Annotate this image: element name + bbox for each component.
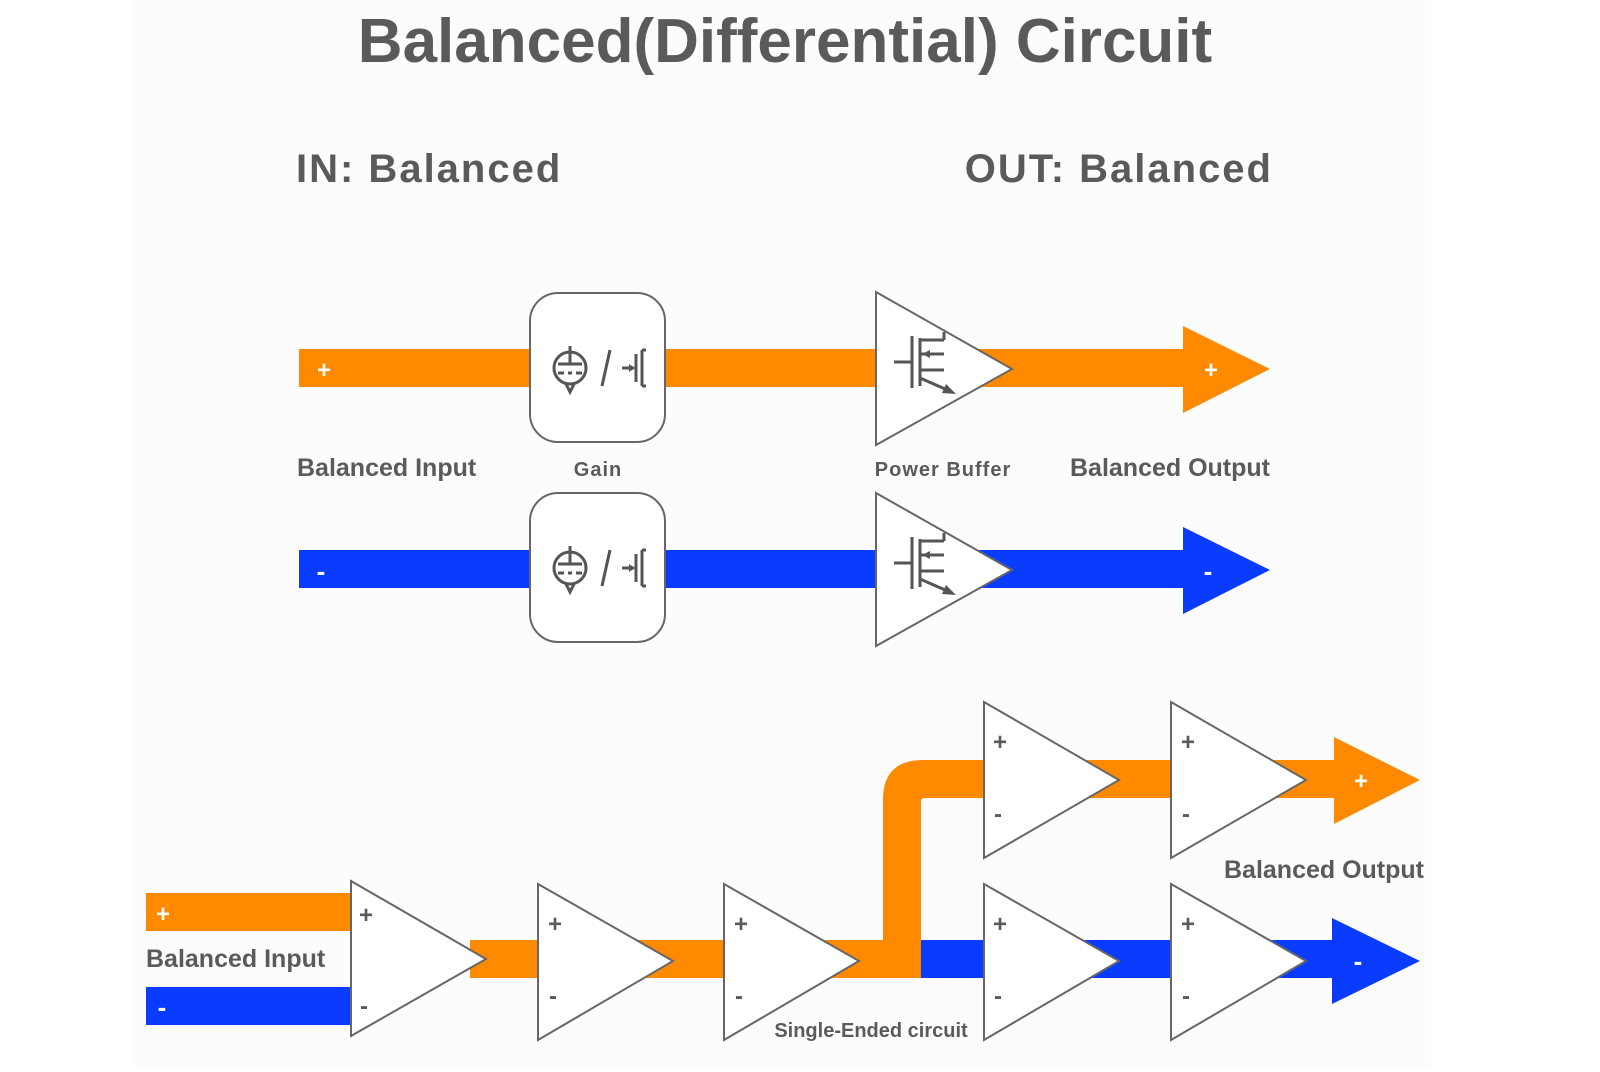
- op-amp-plus-marker: +: [359, 902, 373, 929]
- op-amp-minus-marker: -: [994, 801, 1002, 828]
- bottom-positive-input-line: [146, 893, 354, 931]
- gain-stage-negative: [529, 492, 666, 643]
- power-buffer-label: Power Buffer: [875, 459, 1011, 481]
- gain-stage-positive: [529, 292, 666, 443]
- out-heading: OUT: Balanced: [965, 147, 1273, 191]
- op-amp-minus-marker: -: [1182, 801, 1190, 828]
- op-amp-minus-marker: -: [735, 983, 743, 1010]
- top-output-minus-sign: -: [1204, 556, 1213, 586]
- op-amp-minus-marker: -: [549, 983, 557, 1010]
- gain-label: Gain: [574, 459, 622, 481]
- op-amp-plus-marker: +: [734, 911, 748, 938]
- op-amp-plus-marker: +: [993, 729, 1007, 756]
- op-amp-plus-marker: +: [1181, 911, 1195, 938]
- top-positive-arrowhead: [1183, 326, 1270, 413]
- bottom-negative-input-line: [146, 987, 354, 1025]
- top-input-plus-sign: +: [317, 357, 331, 384]
- op-amp-stage-3: [723, 882, 861, 1042]
- top-positive-signal-line: [299, 349, 1189, 387]
- bottom-input-minus-sign: -: [158, 992, 167, 1022]
- op-amp-positive-2: [1170, 700, 1308, 860]
- op-amp-minus-marker: -: [360, 993, 368, 1020]
- op-amp-plus-marker: +: [548, 911, 562, 938]
- top-negative-signal-line: [299, 550, 1189, 588]
- top-output-label: Balanced Output: [1070, 454, 1271, 482]
- bottom-negative-arrowhead: [1332, 918, 1420, 1004]
- bottom-input-label: Balanced Input: [146, 945, 326, 973]
- op-amp-negative-1: [983, 882, 1121, 1042]
- diagram-title: Balanced(Differential) Circuit: [358, 7, 1212, 76]
- op-amp-minus-marker: -: [994, 983, 1002, 1010]
- bottom-input-plus-sign: +: [156, 901, 170, 928]
- op-amp-positive-1: [983, 700, 1121, 860]
- bottom-output-minus-sign: -: [1354, 946, 1363, 976]
- top-negative-arrowhead: [1183, 527, 1270, 614]
- bottom-output-label: Balanced Output: [1224, 856, 1425, 884]
- in-heading: IN: Balanced: [296, 147, 562, 191]
- bottom-positive-arrowhead: [1334, 737, 1420, 824]
- op-amp-input-stage: [350, 879, 489, 1038]
- op-amp-stage-2: [537, 882, 675, 1042]
- panel-background: [133, 0, 1431, 1067]
- bottom-output-plus-sign: +: [1354, 768, 1368, 795]
- op-amp-plus-marker: +: [1181, 729, 1195, 756]
- top-output-plus-sign: +: [1204, 357, 1218, 384]
- top-input-minus-sign: -: [317, 556, 326, 586]
- op-amp-minus-marker: -: [1182, 983, 1190, 1010]
- single-ended-label: Single-Ended circuit: [774, 1020, 968, 1042]
- top-input-label: Balanced Input: [297, 454, 477, 482]
- op-amp-plus-marker: +: [993, 911, 1007, 938]
- op-amp-negative-2: [1170, 882, 1308, 1042]
